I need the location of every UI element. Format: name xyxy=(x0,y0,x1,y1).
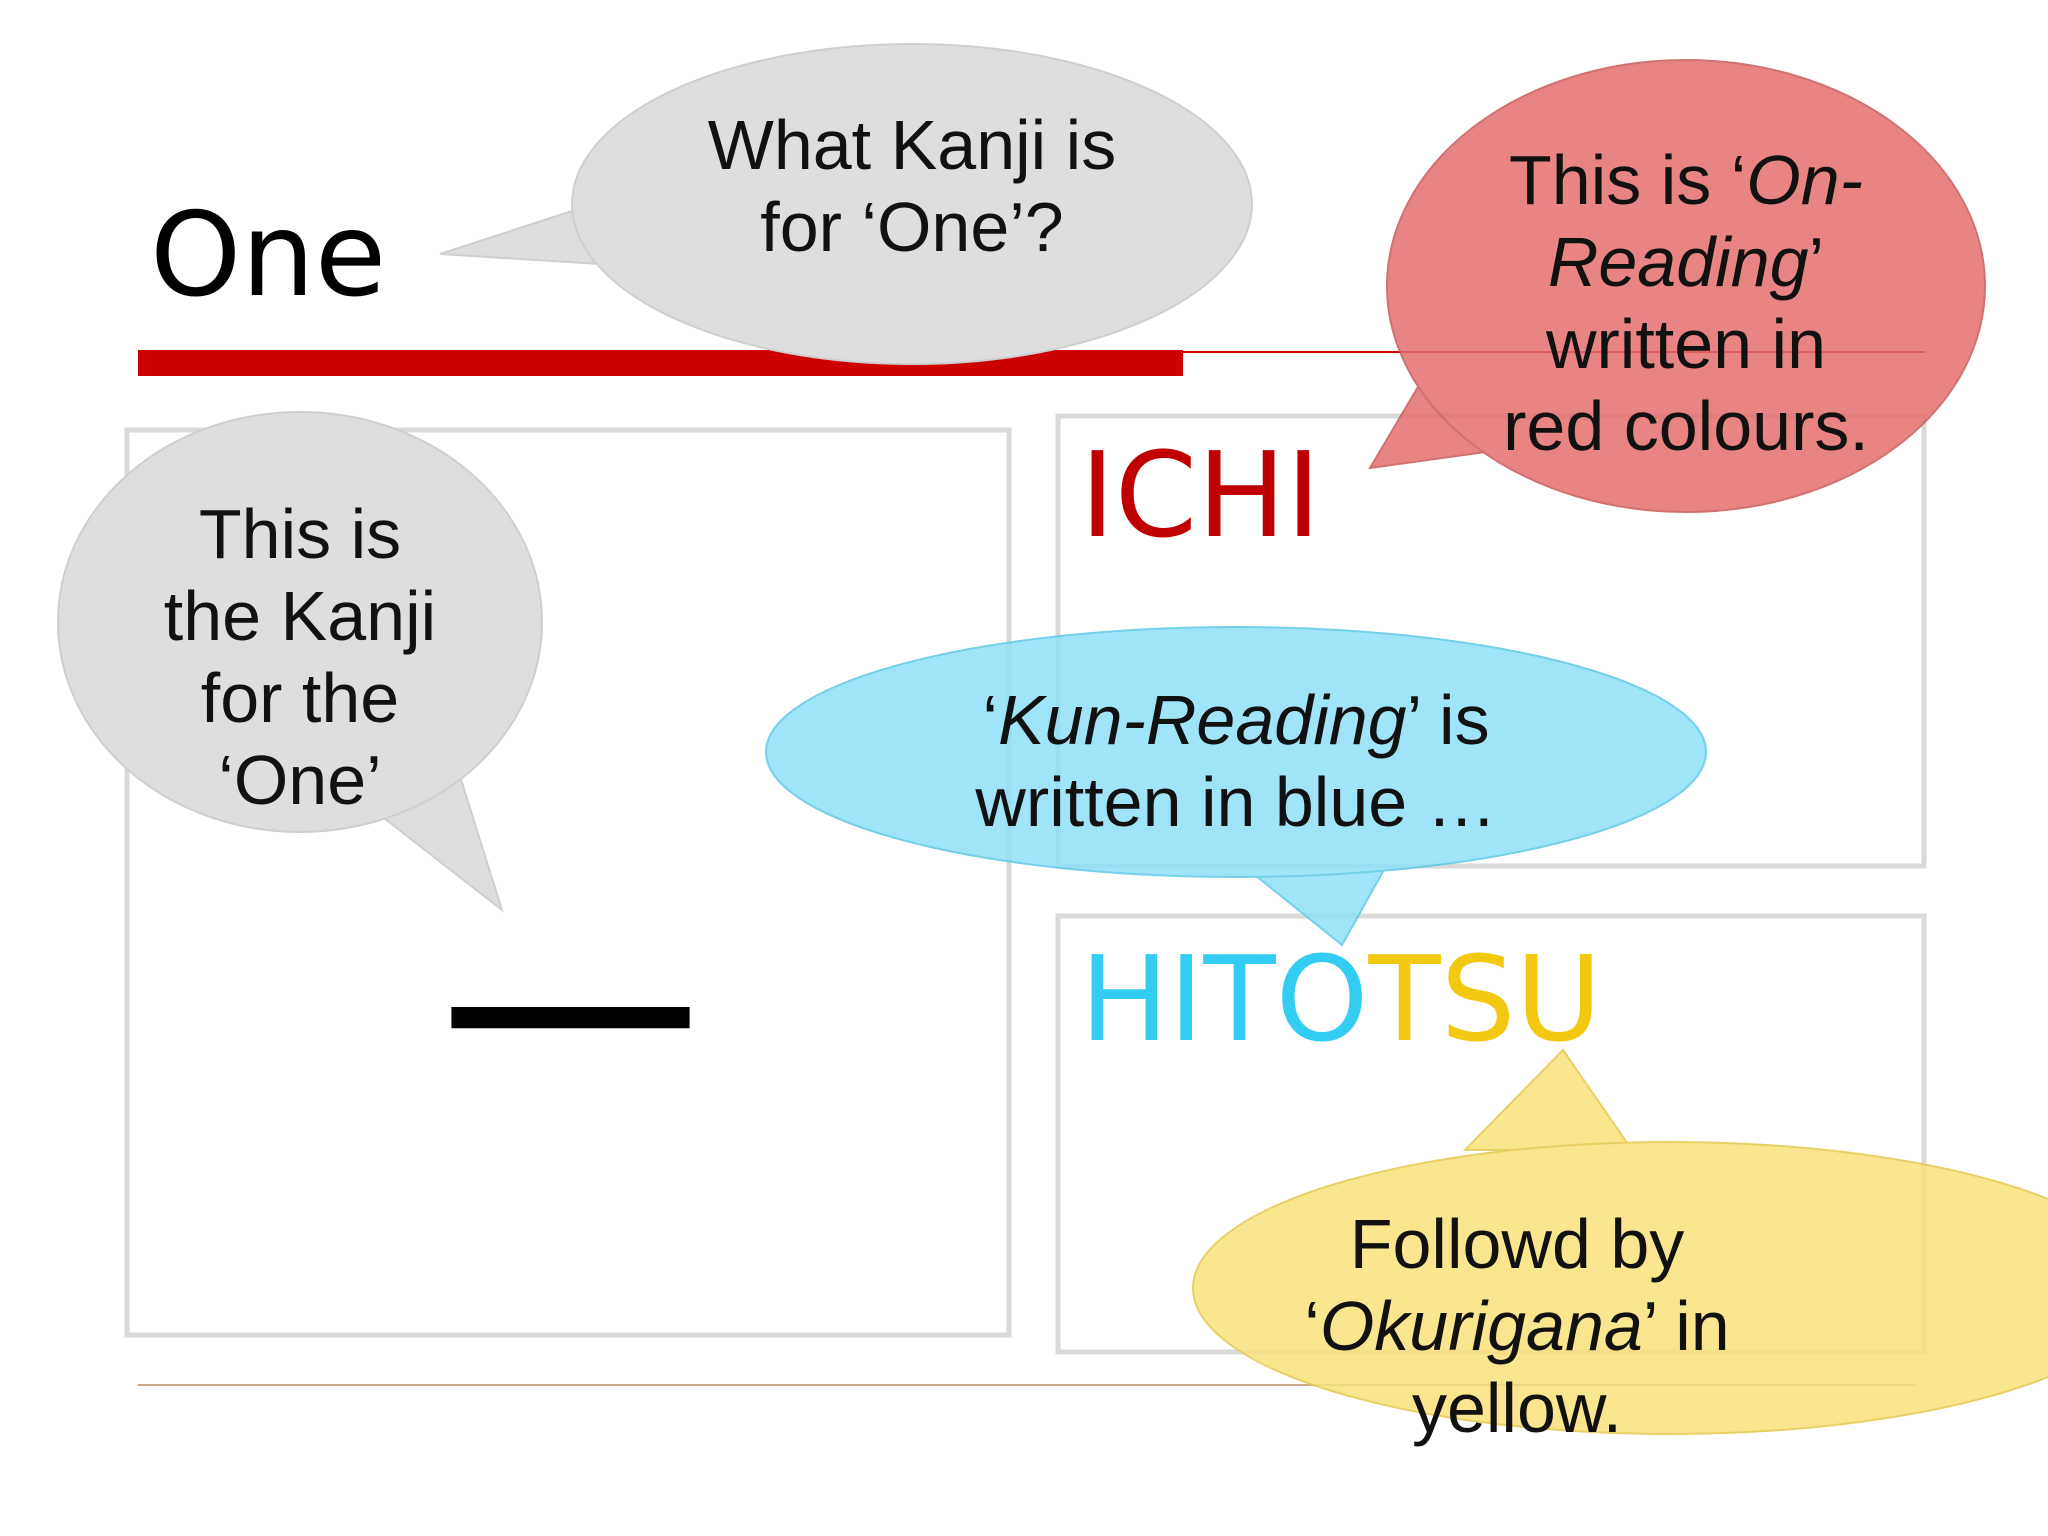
slide-title: One xyxy=(150,188,387,323)
kanji-note-line-2: the Kanji xyxy=(163,577,437,655)
on-reading-note-line-2: Reading’ xyxy=(1486,221,1886,303)
kanji-note-text: This is the Kanji for the ‘One’ xyxy=(100,493,500,821)
okurigana-note-text: Followd by ‘Okurigana’ in yellow. xyxy=(1267,1203,1767,1449)
question-bubble xyxy=(439,43,1253,365)
kun-reading-bubble xyxy=(765,626,1707,947)
kanji-note-line-4: ‘One’ xyxy=(218,741,382,819)
question-line-2: for ‘One’? xyxy=(760,188,1064,266)
kun-note-open-quote: ‘ xyxy=(982,681,998,759)
kanji-note-bubble xyxy=(57,411,543,913)
okurigana-note-term: Okurigana xyxy=(1319,1287,1643,1365)
okurigana-note-line-1: Followd by xyxy=(1349,1205,1685,1283)
kanji-note-line-3: for the xyxy=(200,659,400,737)
on-reading-note-text: This is ‘On- Reading’ written in red col… xyxy=(1486,139,1886,467)
okurigana-bubble xyxy=(1192,1048,2048,1435)
on-reading-label: ICHI xyxy=(1080,426,1321,564)
kanji-character: 一 xyxy=(440,879,700,1181)
kun-reading-label: HITOTSU xyxy=(1080,940,1602,1058)
question-bubble-text: What Kanji is for ‘One’? xyxy=(612,104,1212,268)
okurigana-note-suffix: ’ in xyxy=(1642,1287,1730,1365)
on-note-term-1: On- xyxy=(1746,141,1863,219)
kun-note-term: Kun-Reading xyxy=(997,681,1407,759)
okurigana-note-line-2: ‘Okurigana’ in xyxy=(1267,1285,1767,1367)
kun-reading-note-line-1: ‘Kun-Reading’ is xyxy=(936,679,1536,761)
kun-reading-stem: HITO xyxy=(1080,930,1369,1068)
on-reading-note-line-4: red colours. xyxy=(1503,387,1869,465)
kanji-note-line-1: This is xyxy=(198,495,402,573)
on-note-term-2: Reading xyxy=(1547,223,1809,301)
on-reading-bubble xyxy=(1368,59,1986,513)
kun-note-suffix: ’ is xyxy=(1406,681,1490,759)
kun-reading-note-line-2: written in blue … xyxy=(975,763,1497,841)
kanji-box xyxy=(124,427,1012,1338)
on-note-close-quote: ’ xyxy=(1808,223,1825,301)
okurigana-note-open-quote: ‘ xyxy=(1304,1287,1320,1365)
kun-reading-note-text: ‘Kun-Reading’ is written in blue … xyxy=(936,679,1536,843)
okurigana-note-line-3: yellow. xyxy=(1411,1369,1623,1447)
on-note-prefix: This is ‘ xyxy=(1509,141,1747,219)
question-line-1: What Kanji is xyxy=(707,106,1117,184)
on-reading-note-line-1: This is ‘On- xyxy=(1486,139,1886,221)
okurigana: TSU xyxy=(1368,930,1602,1068)
on-reading-note-line-3: written in xyxy=(1545,305,1827,383)
